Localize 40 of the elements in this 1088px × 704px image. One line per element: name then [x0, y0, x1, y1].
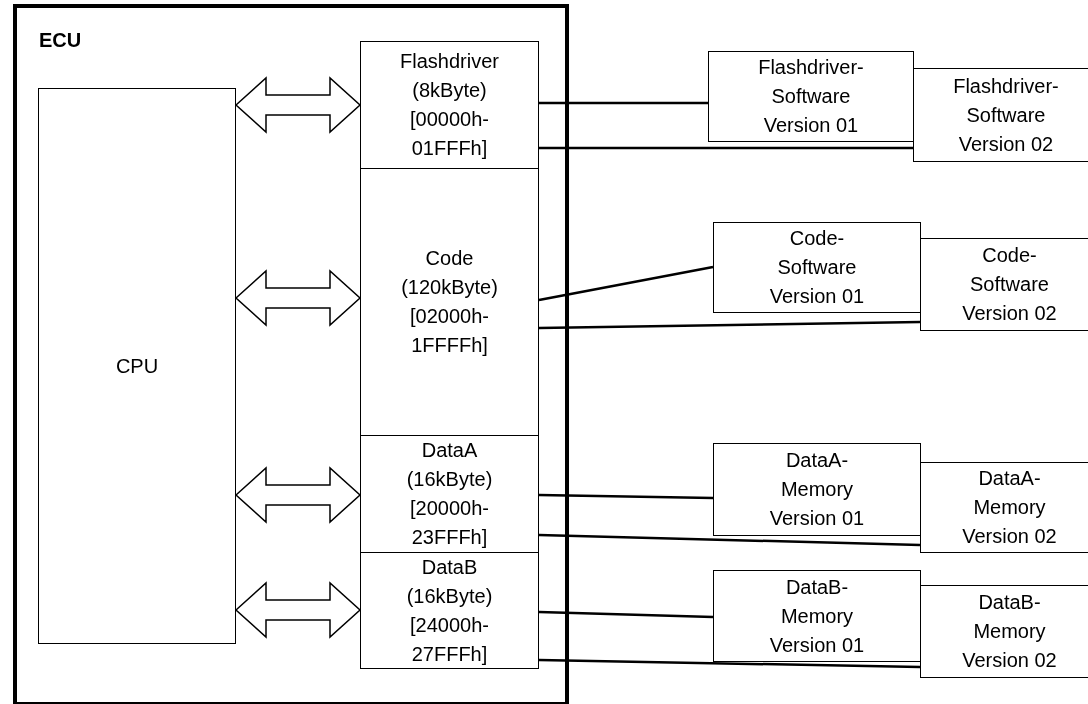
box-label: DataA- Memory Version 01	[768, 448, 866, 531]
connector-line	[539, 101, 708, 105]
connector-line	[538, 265, 714, 302]
version-box	[920, 462, 1088, 553]
box-label: Code (120kByte) [02000h- 1FFFFh]	[400, 246, 499, 358]
memory-block	[360, 168, 539, 436]
double-block-arrow	[234, 466, 362, 524]
cpu-box	[38, 88, 236, 644]
box-label: DataA- Memory Version 02	[961, 466, 1058, 549]
ecu-frame	[13, 4, 569, 704]
memory-block	[360, 435, 539, 553]
double-block-arrow	[234, 76, 362, 134]
box-label: Code- Software Version 02	[961, 243, 1058, 326]
connector-line	[538, 610, 714, 619]
box-label: Code- Software Version 01	[768, 226, 866, 309]
connector-line	[538, 533, 921, 547]
version-box	[920, 585, 1088, 678]
version-box	[920, 238, 1088, 331]
version-box	[713, 443, 921, 536]
box-label: CPU	[114, 353, 160, 379]
box-label: Flashdriver- Software Version 02	[952, 73, 1060, 157]
box-label: Flashdriver (8kByte) [00000h- 01FFFh]	[399, 49, 500, 161]
frame-title: ECU	[39, 28, 82, 53]
connector-line	[538, 493, 714, 500]
connector-line	[538, 658, 921, 669]
box-label: DataA (16kByte) [20000h- 23FFFh]	[405, 438, 494, 550]
connector-line	[539, 320, 920, 330]
version-box	[713, 222, 921, 313]
double-block-arrow	[234, 269, 362, 327]
double-block-arrow	[234, 581, 362, 639]
memory-block	[360, 41, 539, 169]
connector-line	[539, 146, 913, 150]
box-label: Flashdriver- Software Version 01	[757, 55, 865, 138]
version-box	[913, 68, 1088, 162]
version-box	[708, 51, 914, 142]
memory-block	[360, 552, 539, 669]
box-label: DataB (16kByte) [24000h- 27FFFh]	[405, 554, 494, 667]
box-label: DataB- Memory Version 02	[961, 590, 1058, 673]
box-label: DataB- Memory Version 01	[768, 574, 866, 658]
version-box	[713, 570, 921, 662]
